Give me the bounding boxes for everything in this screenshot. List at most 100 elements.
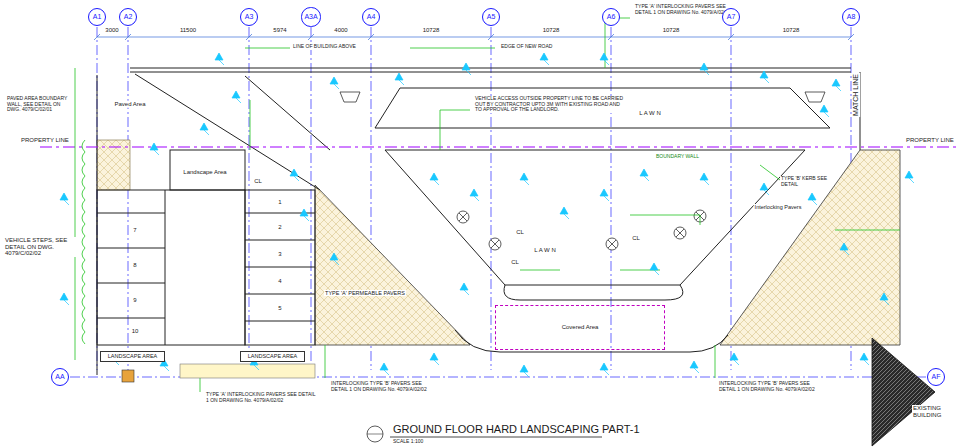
callout-mark (700, 63, 709, 75)
drawing-label: MATCH LINE (852, 73, 860, 117)
callout-mark (380, 363, 389, 375)
drawing-label: 2 (277, 224, 282, 231)
drawing-label: VEHICLE STEPS, SEE DETAIL ON DWG. 4079/C… (4, 237, 76, 257)
drawing-label: CL (515, 229, 525, 236)
drawing-label: 10728 (662, 27, 681, 34)
callout-mark (200, 123, 209, 135)
drawing-label: CL (631, 235, 641, 242)
drawing-label: 4 (277, 278, 282, 285)
area-box: LANDSCAPE AREA (240, 351, 305, 362)
area-box: LANDSCAPE AREA (100, 351, 165, 362)
drawing-label: 5 (277, 305, 282, 312)
callout-mark (540, 53, 549, 65)
drawing-label: PROPERTY LINE (20, 137, 70, 144)
drawing-label: VEHICLE ACCESS OUTSIDE PROPERTY LINE TO … (474, 96, 626, 113)
drawing-label: PAVED AREA BOUNDARY WALL, SEE DETAIL ON … (6, 96, 70, 113)
drawing-label: TYPE 'A' INTERLOCKING PAVERS SEE DETAIL … (205, 392, 319, 403)
grid-label: A3 (245, 13, 254, 21)
callout-mark (430, 353, 439, 365)
callout-mark (760, 71, 769, 83)
callout-mark (215, 53, 224, 65)
grid-bubble: A3A (301, 7, 320, 26)
callout-mark (395, 73, 404, 85)
grid-bubble: AF (927, 368, 945, 386)
callout-mark (600, 363, 609, 375)
callout-mark (470, 189, 479, 201)
callout-mark (430, 173, 439, 185)
drawing-label: Paved Area (113, 101, 146, 108)
grid-label: A7 (727, 13, 736, 21)
drawing-label: L A W N (533, 247, 556, 254)
grid-bubble: A2 (119, 8, 137, 26)
area-box: Covered Area (495, 305, 665, 350)
grid-label: A5 (487, 13, 496, 21)
area-label: Covered Area (562, 324, 599, 331)
callout-mark (808, 193, 817, 205)
grid-label: AA (55, 373, 64, 381)
grid-bubble: A3 (240, 8, 258, 26)
callout-mark (832, 79, 841, 91)
drawing-label: L A W N (638, 110, 661, 117)
drawing-title: GROUND FLOOR HARD LANDSCAPING PART-1 (392, 423, 641, 435)
callout-mark (462, 63, 471, 75)
callout-mark (460, 283, 469, 295)
callout-mark (232, 91, 241, 103)
grid-label: AF (932, 373, 941, 381)
area-label: LANDSCAPE AREA (248, 353, 298, 359)
grid-label: A2 (124, 13, 133, 21)
area-label: LANDSCAPE AREA (108, 353, 158, 359)
grid-label: A3A (304, 13, 317, 21)
drawing-label: Interlocking Pavers (754, 204, 803, 210)
callout-mark (730, 353, 739, 365)
drawing-label: INTERLOCKING TYPE 'B' PAVERS SEE DETAIL … (330, 381, 436, 392)
grid-bubble: A6 (602, 8, 620, 26)
callout-mark (840, 243, 849, 255)
callout-mark (60, 293, 69, 305)
callout-mark (520, 173, 529, 185)
callout-mark (560, 207, 569, 219)
drawing-label: PROPERTY LINE (905, 137, 955, 144)
drawing-label: 9 (132, 297, 137, 304)
grid-bubble: A7 (722, 8, 740, 26)
drawing-label: Landscape Area (182, 169, 227, 176)
drawing-label: EDGE OF NEW ROAD (500, 44, 553, 50)
drawing-label: LINE OF BUILDING ABOVE (292, 44, 357, 50)
callout-mark (330, 77, 339, 89)
grid-label: A1 (93, 13, 102, 21)
callout-mark (300, 209, 309, 221)
callout-mark (520, 365, 529, 377)
callout-mark (330, 253, 339, 265)
callout-mark (290, 169, 299, 181)
callout-mark (820, 105, 829, 117)
drawing-label: BOUNDARY WALL (655, 154, 700, 160)
drawing-label: 4000 (333, 27, 348, 34)
drawing-label: 5974 (272, 27, 287, 34)
drawing-label: TYPE 'A' PERMEABLE PAVERS (324, 290, 406, 296)
callout-mark (880, 293, 889, 305)
drawing-label: 8 (132, 262, 137, 269)
callout-mark (150, 143, 159, 155)
grid-label: A4 (367, 13, 376, 21)
callout-mark (905, 171, 914, 183)
drawing-label: 1 (277, 199, 282, 206)
grid-label: A8 (847, 13, 856, 21)
grid-bubble: A8 (842, 8, 860, 26)
callout-mark (650, 263, 659, 275)
grid-bubble: AA (51, 368, 69, 386)
drawing-label: 7 (132, 227, 137, 234)
drawing-label: 10728 (782, 27, 801, 34)
grid-label: A6 (607, 13, 616, 21)
drawing-label: INTERLOCKING TYPE 'B' PAVERS SEE DETAIL … (718, 381, 824, 392)
drawing-caption: SCALE 1:100 (392, 439, 424, 445)
callout-mark (640, 169, 649, 181)
grid-bubble: A5 (482, 8, 500, 26)
callout-mark (690, 361, 699, 373)
drawing-label: 3 (277, 251, 282, 258)
grid-bubble: A1 (88, 8, 106, 26)
callout-mark (860, 353, 869, 365)
callout-mark (60, 193, 69, 205)
drawing-label: 10 (131, 328, 140, 335)
grid-bubble: A4 (362, 8, 380, 26)
drawing-label: CL (253, 178, 263, 185)
